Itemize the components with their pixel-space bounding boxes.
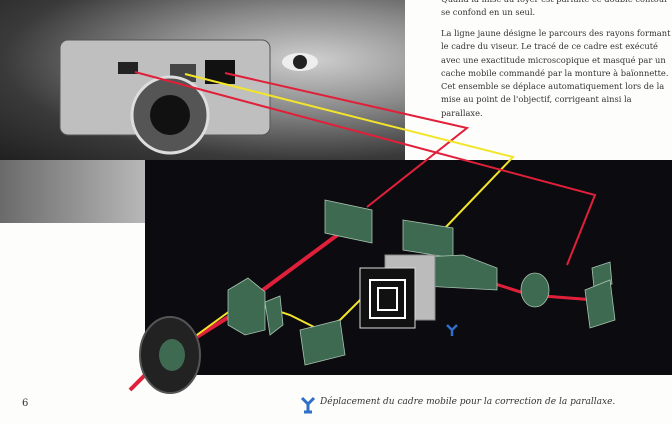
red-ray-1 [224, 72, 470, 208]
red-ray-2 [134, 71, 597, 266]
mirror-1 [324, 199, 373, 244]
yellow-ray [184, 73, 515, 229]
lens-1 [264, 295, 284, 336]
prism-3 [584, 279, 616, 329]
parallax-arrow-icon [300, 396, 316, 414]
body-paragraph: La ligne jaune désigne le parcours des r… [441, 28, 671, 118]
photo-edge [0, 160, 145, 223]
mirror-2 [402, 219, 454, 259]
intro-tail: Quand la mise au foyer est parfaite ce d… [441, 0, 668, 18]
photographer-photo [0, 0, 405, 160]
prism-2 [299, 319, 346, 366]
cube-prism [227, 277, 266, 336]
figure-caption: Déplacement du cadre mobile pour la corr… [320, 397, 616, 407]
camera-illustration [59, 39, 318, 155]
lens-2 [520, 272, 550, 308]
page-number: 6 [22, 398, 29, 409]
